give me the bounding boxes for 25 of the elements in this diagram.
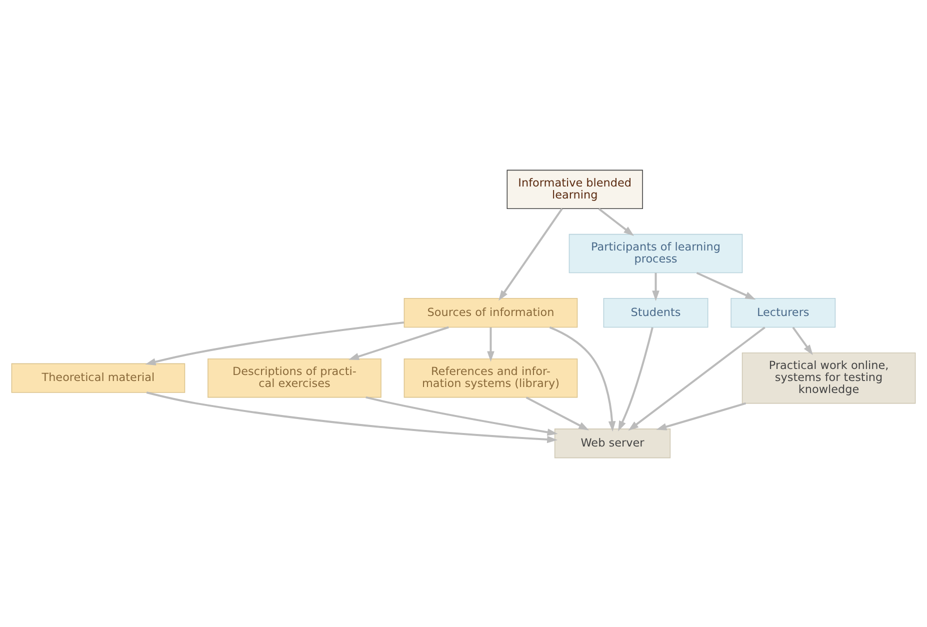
- arrow: [656, 402, 746, 430]
- node-box: Informative blended learning: [506, 169, 643, 209]
- node-box: Lecturers: [730, 297, 836, 328]
- arrow: [498, 208, 563, 300]
- arrow: [598, 208, 634, 236]
- arrow: [628, 326, 766, 430]
- arrow: [348, 326, 449, 360]
- node-box: References and infor- mation systems (library): [404, 358, 578, 398]
- node-box: Practical work online, systems for testing knowledge: [742, 352, 916, 404]
- arrow: [487, 326, 494, 362]
- arrow: [618, 326, 654, 431]
- node-box: Theoretical material: [11, 362, 186, 392]
- node-box: Sources of information: [404, 297, 578, 328]
- arrow: [696, 271, 756, 300]
- arrow: [366, 396, 558, 436]
- arrow: [549, 326, 616, 432]
- node-box: Descriptions of practi- cal exercises: [208, 358, 382, 398]
- arrow: [792, 326, 813, 355]
- arrow: [145, 321, 404, 365]
- node-box: Participants of learning process: [568, 233, 743, 273]
- node-box: Students: [603, 297, 708, 328]
- arrow: [146, 391, 558, 443]
- node-box: Web server: [554, 428, 671, 458]
- arrow: [652, 272, 660, 301]
- arrow: [526, 396, 590, 430]
